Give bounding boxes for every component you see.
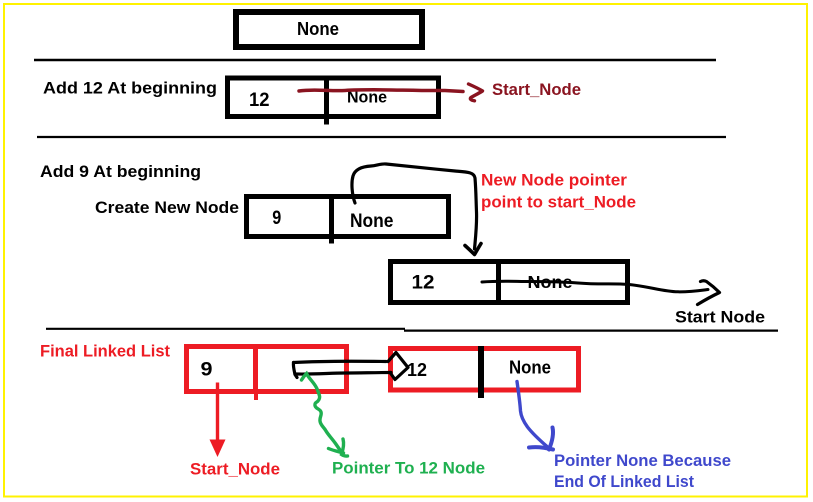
- svg-text:Add 9 At beginning: Add 9 At beginning: [40, 162, 201, 181]
- svg-text:End Of Linked List: End Of Linked List: [554, 472, 694, 491]
- svg-text:New Node pointer: New Node pointer: [481, 171, 627, 190]
- svg-text:Create New Node: Create New Node: [95, 198, 239, 217]
- svg-text:Final Linked List: Final Linked List: [40, 343, 170, 361]
- svg-text:None: None: [297, 19, 339, 39]
- svg-text:Pointer To 12 Node: Pointer To 12 Node: [332, 459, 485, 478]
- svg-text:None: None: [350, 211, 394, 232]
- svg-text:None: None: [347, 89, 387, 107]
- svg-text:Add 12 At beginning: Add 12 At beginning: [43, 79, 217, 98]
- svg-text:12: 12: [412, 273, 435, 294]
- svg-text:None: None: [509, 358, 551, 378]
- svg-text:12: 12: [249, 90, 270, 111]
- svg-text:Start_Node: Start_Node: [190, 460, 280, 479]
- svg-text:9: 9: [272, 208, 281, 229]
- svg-text:Start_Node: Start_Node: [492, 80, 581, 99]
- svg-text:Start Node: Start Node: [675, 308, 765, 327]
- svg-text:9: 9: [201, 360, 213, 381]
- svg-text:point to start_Node: point to start_Node: [481, 193, 636, 212]
- svg-text:12: 12: [407, 359, 427, 380]
- svg-text:Pointer None Because: Pointer None Because: [554, 451, 731, 470]
